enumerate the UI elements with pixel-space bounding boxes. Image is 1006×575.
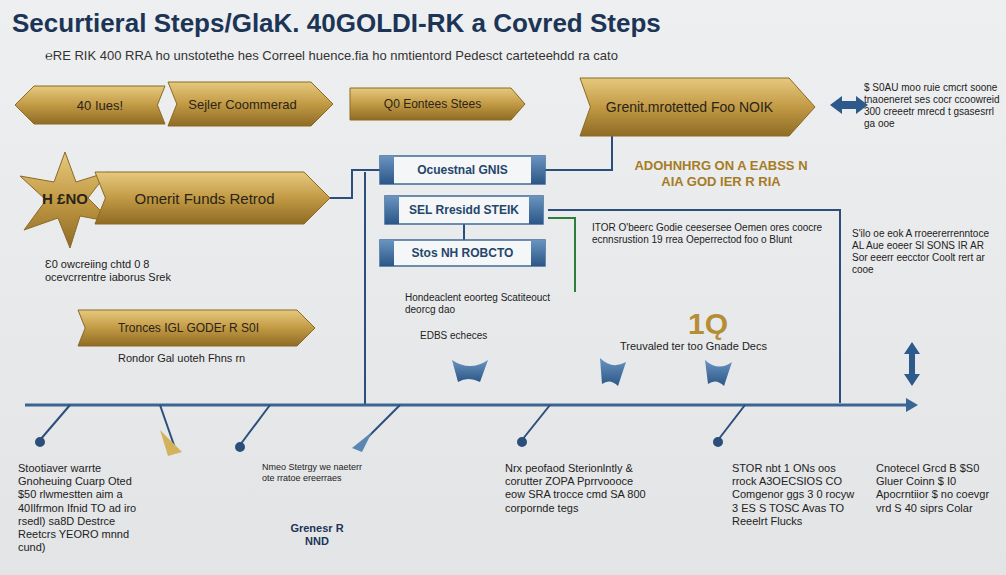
double-arrow: [830, 96, 868, 114]
timeline-arrowhead: [906, 398, 918, 412]
note-text: Hondeaclent eoorteg Scatiteouct deorcg d…: [405, 292, 555, 316]
ribbon-banner: Stos NH ROBCTO: [380, 240, 545, 266]
title: Securtieral Steps/GlaK. 40GOLDI-RK a Cov…: [12, 8, 661, 39]
note-text: Nrx peofaod Sterionlntly & corutter ZOPA…: [505, 462, 650, 515]
note-text: ITOR O'beerc Godie ceesersee Oemen ores …: [592, 222, 827, 246]
note-text: STOR nbt 1 ONs oos rrock A3OECSIOS CO Co…: [732, 462, 857, 528]
note-text: Nmeo Stetrgy we naeterr ote rratoe ereer…: [262, 462, 374, 484]
banner-text: Grenit.mrotetted Foo NOIK: [606, 99, 773, 115]
note-text: S'ilo oe eok A rroeererrenntoce AL Aue e…: [852, 228, 1000, 276]
callout-number: 1Ǫ: [688, 306, 748, 342]
connector: [463, 224, 465, 240]
note-text: Treuvaled ter too Gnade Decs: [620, 340, 820, 353]
note-text: EDBS echeces: [420, 330, 540, 342]
arrow-banner: Omerit Funds Retrod: [95, 172, 330, 224]
note-text: Stootiaver warrte Gnoheuing Cuarp Oted $…: [18, 462, 152, 554]
banner-text: Ocuestnal GNIS: [417, 163, 508, 177]
timeline-pins: [36, 405, 745, 456]
note-text: H £NO: [40, 190, 90, 208]
ribbon-banner: Ocuestnal GNIS: [380, 156, 545, 184]
banner-text: Stos NH ROBCTO: [412, 246, 514, 260]
connector-line: [364, 172, 366, 405]
up-down-arrow: [904, 342, 920, 386]
banner-text: Sejler Coommerad: [188, 97, 296, 112]
note-text: Cnotecel Grcd B $S0 Gluer Coinn $ I0 Apo…: [876, 462, 1000, 515]
arrow-banner: 40 Iues!: [15, 86, 165, 124]
green-line: [548, 218, 575, 292]
banner-text: SEL Rresidd STEIK: [409, 203, 519, 217]
arrow-banner: Sejler Coommerad: [168, 82, 333, 126]
arrow-banner: Grenit.mrotetted Foo NOIK: [580, 78, 815, 136]
connector-line: [548, 210, 840, 403]
banner-text: Q0 Eontees Stees: [384, 97, 481, 111]
chevron-marks: [452, 358, 732, 386]
banner-text: Omerit Funds Retrod: [134, 190, 274, 207]
note-text: ADOHNHRG ON A EABSS N AIA GOD IER R RIA: [632, 158, 810, 189]
note-text: ℮RE RIK 400 RRA ho unstotethe hes Corree…: [45, 48, 685, 64]
connector: [545, 136, 612, 170]
note-text: $ S0AU moo ruie cmcrt soone tnaoeneret s…: [864, 82, 1000, 130]
arrow-banner: Tronces IGL GODEr R S0I: [78, 310, 315, 346]
ribbon-banner: SEL Rresidd STEIK: [385, 196, 543, 224]
banner-text: 40 Iues!: [77, 98, 123, 113]
note-text: Ɛ0 owcreiing chtd 0 8 ocevcrrentre iabor…: [45, 258, 195, 284]
note-text: Rondor Gal uoteh Fhns rn: [118, 352, 288, 365]
gold-star: [20, 152, 112, 248]
banner-text: Tronces IGL GODEr R S0I: [118, 321, 259, 335]
note-text: Grenesr R NND: [282, 522, 352, 548]
connector: [330, 170, 380, 198]
arrow-banner: Q0 Eontees Stees: [350, 88, 525, 120]
timeline: [25, 404, 908, 407]
